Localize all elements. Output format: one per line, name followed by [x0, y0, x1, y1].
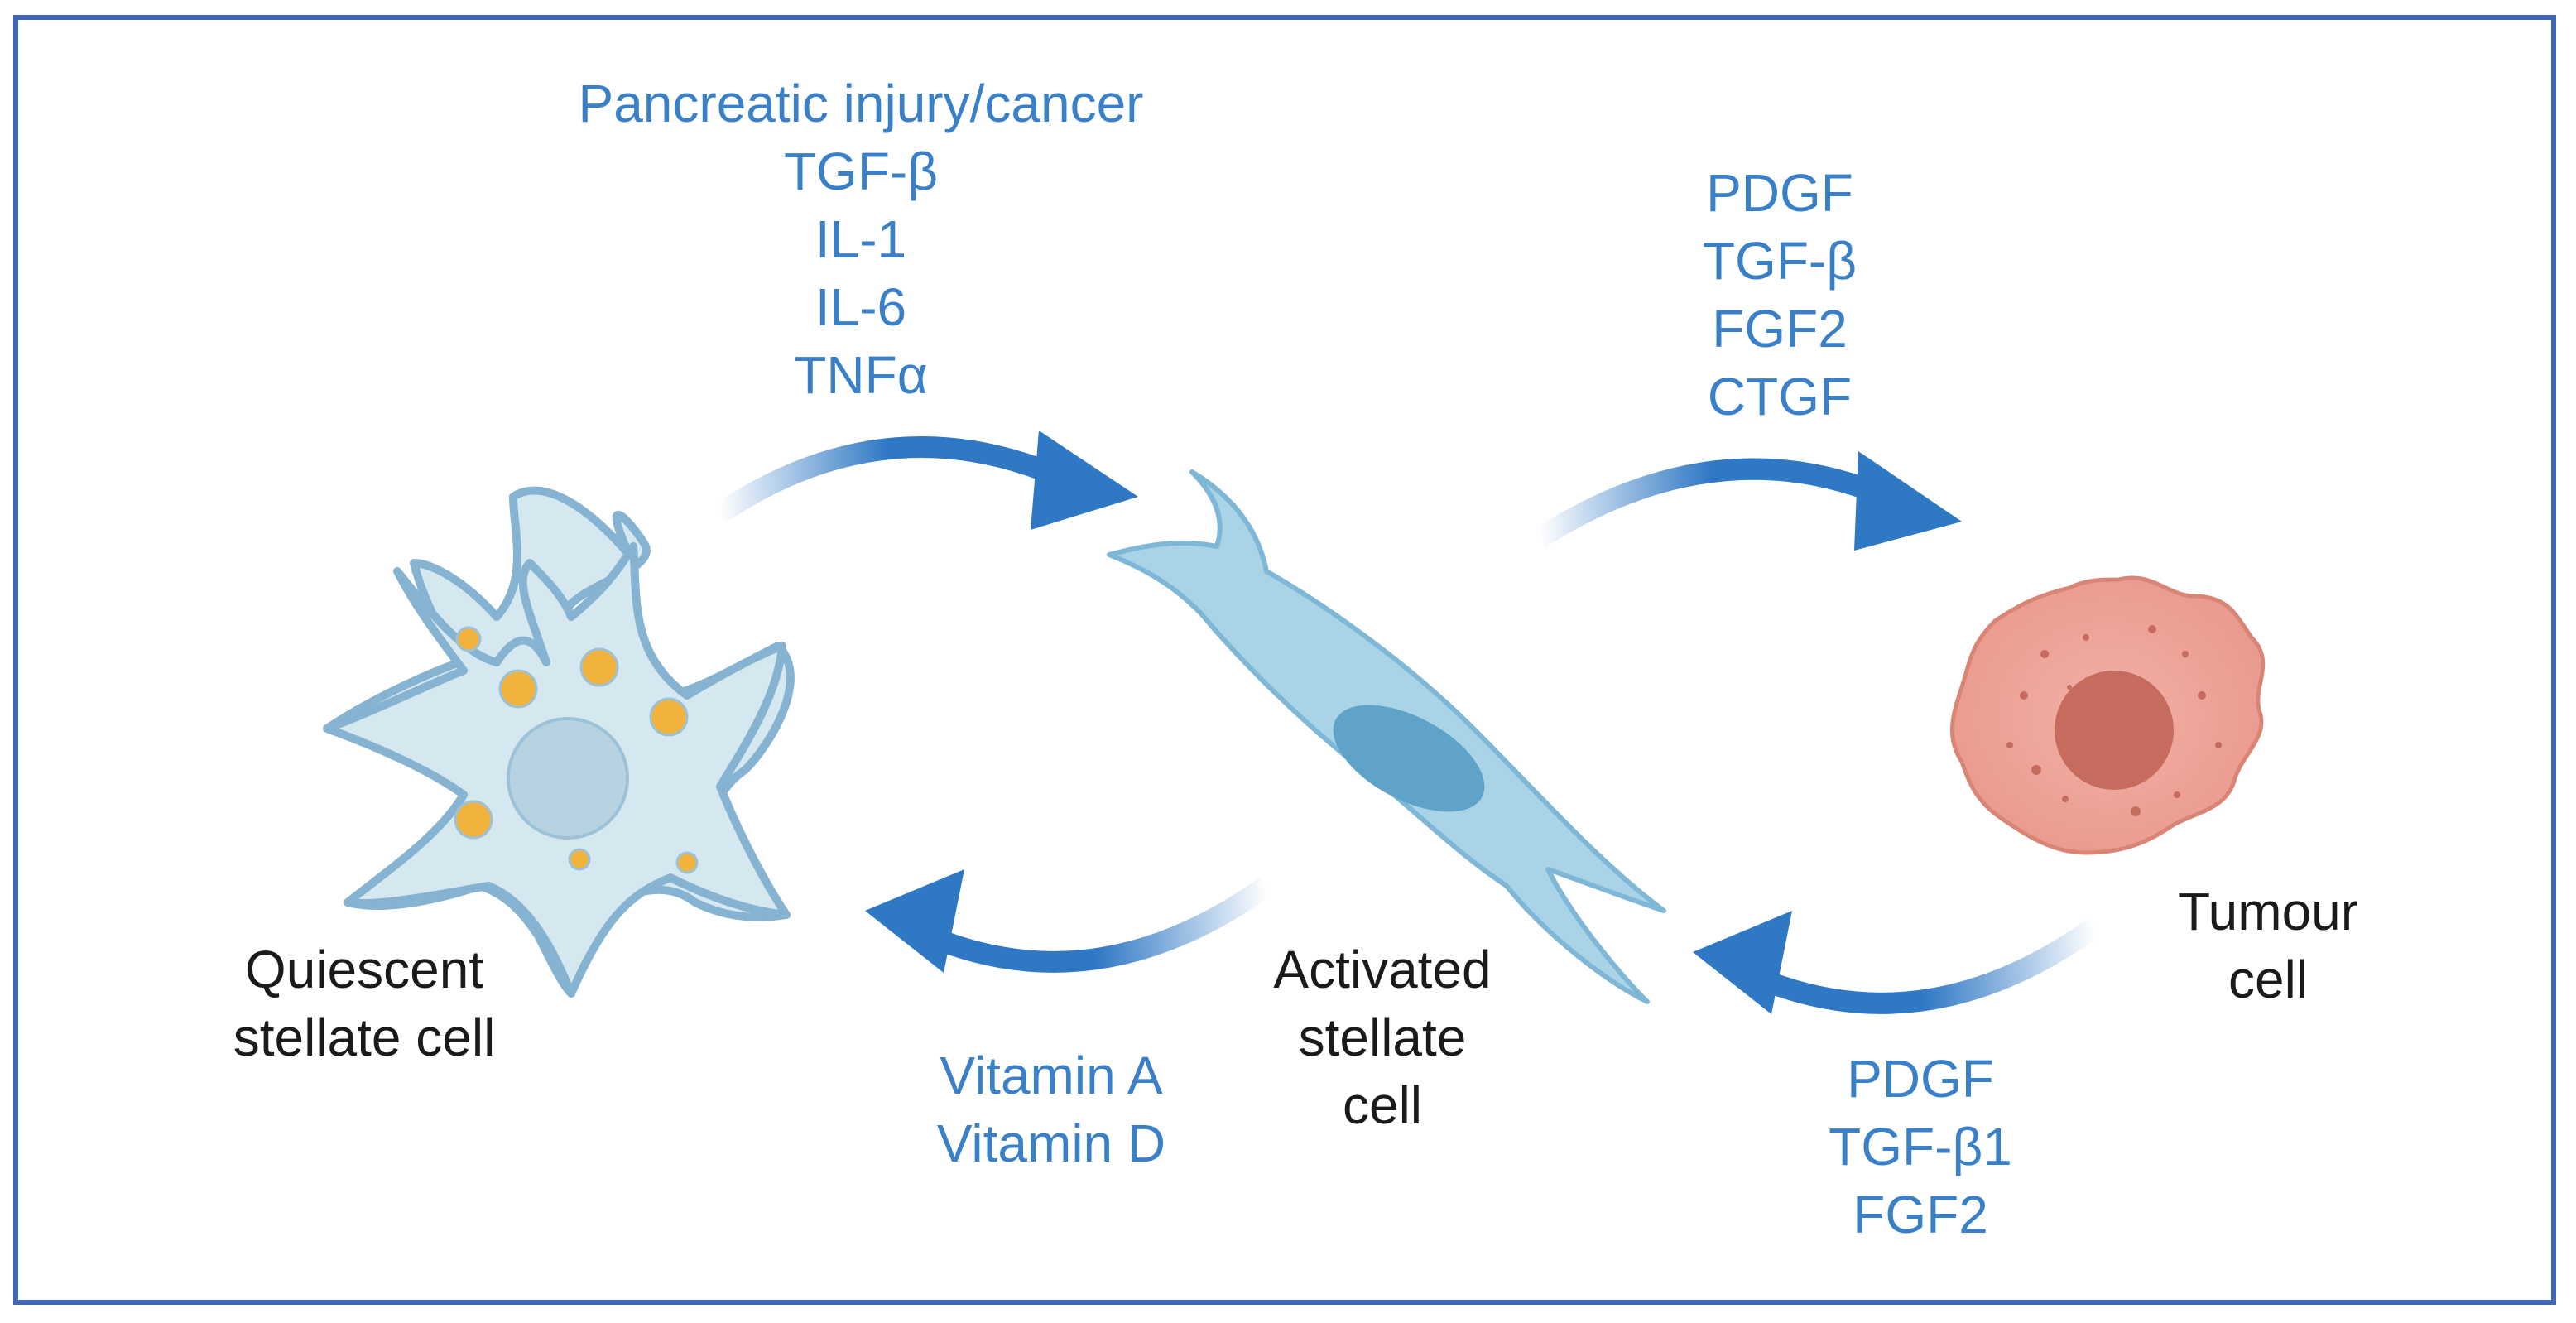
factor-item: Vitamin D	[936, 1114, 1166, 1173]
figure-border	[13, 15, 2556, 1305]
stellate-secreted-factors: PDGF TGF-β FGF2 CTGF	[1606, 159, 1954, 431]
cell-label-line: Tumour	[2177, 882, 2359, 941]
quiescent-cell-label: Quiescent stellate cell	[166, 936, 563, 1071]
cell-label-line: cell	[2228, 950, 2309, 1009]
factor-item: TGF-β1	[1829, 1117, 2012, 1176]
factor-item: Vitamin A	[940, 1046, 1163, 1105]
cell-label-line: Quiescent	[244, 940, 484, 999]
tumour-cell-icon	[1949, 575, 2266, 855]
quiescent-stellate-cell-icon	[323, 486, 795, 998]
tumour-secreted-factors: PDGF TGF-β1 FGF2	[1771, 1045, 2069, 1248]
factor-item: PDGF	[1706, 163, 1853, 223]
reversion-factors: Vitamin A Vitamin D	[886, 1042, 1217, 1177]
arrow-tumour-to-stellate	[1693, 911, 2101, 1014]
arrow-reversion	[865, 869, 1273, 973]
factor-item: Pancreatic injury/cancer	[578, 74, 1144, 133]
arrow-activation	[714, 431, 1138, 530]
factor-item: FGF2	[1712, 299, 1848, 358]
tumour-cell-label: Tumour cell	[2119, 878, 2417, 1013]
factor-item: IL-1	[815, 209, 907, 269]
factor-item: TGF-β	[783, 142, 939, 201]
factor-item: FGF2	[1853, 1185, 1988, 1244]
cell-label-line: stellate	[1298, 1008, 1467, 1067]
factor-item: TNFα	[794, 345, 928, 405]
activated-stellate-cell-icon	[1107, 469, 1666, 1004]
factor-item: TGF-β	[1702, 231, 1858, 291]
activated-cell-label: Activated stellate cell	[1225, 936, 1540, 1139]
activation-factors: Pancreatic injury/cancer TGF-β IL-1 IL-6…	[546, 70, 1175, 409]
factor-item: CTGF	[1707, 367, 1853, 426]
factor-item: IL-6	[815, 277, 907, 337]
cell-label-line: cell	[1342, 1075, 1423, 1135]
factor-item: PDGF	[1847, 1049, 1994, 1109]
cell-label-line: Activated	[1273, 940, 1492, 999]
arrow-stellate-to-tumour	[1534, 451, 1962, 551]
cell-label-line: stellate cell	[233, 1008, 496, 1067]
